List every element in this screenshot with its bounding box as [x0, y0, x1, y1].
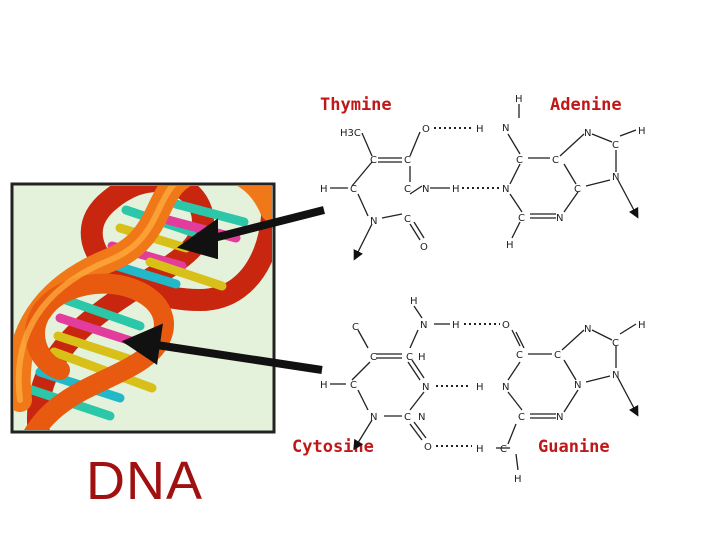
atom: N	[420, 320, 427, 331]
atom: C	[612, 140, 619, 151]
atom: C	[350, 380, 357, 391]
atom: H	[506, 240, 514, 251]
atom: C	[574, 184, 581, 195]
atom: C	[404, 184, 411, 195]
atom: N	[556, 213, 563, 224]
cytosine-label: Cytosine	[292, 437, 374, 457]
atom: C	[404, 155, 411, 166]
atom: N	[584, 324, 591, 335]
atom: C	[370, 352, 377, 363]
atom: H	[638, 320, 646, 331]
atom: O	[424, 442, 432, 453]
atom: N	[422, 382, 429, 393]
atom: H	[515, 94, 523, 105]
thymine-label: Thymine	[320, 95, 392, 115]
atom: H	[476, 124, 484, 135]
dna-helix-clipart-icon	[10, 182, 276, 434]
atom: H	[320, 184, 328, 195]
atom: N	[556, 412, 563, 423]
atom: H	[418, 352, 426, 363]
atom: C	[516, 350, 523, 361]
atom: C	[516, 155, 523, 166]
atom: N	[584, 128, 591, 139]
atom: H	[638, 126, 646, 137]
atom: C	[352, 322, 359, 333]
atom: N	[370, 412, 377, 423]
atom: H	[452, 320, 460, 331]
atom: H	[476, 382, 484, 393]
atom: C	[554, 350, 561, 361]
atom: O	[422, 124, 430, 135]
atom: C	[406, 352, 413, 363]
atom: H3C	[340, 128, 361, 139]
atom: N	[502, 123, 509, 134]
atom: C	[404, 214, 411, 225]
atom: H	[452, 184, 460, 195]
thymine-adenine-pair: Thymine Adenine	[320, 94, 646, 261]
cytosine-guanine-pair: Cytosine Guanine	[292, 296, 646, 485]
atom: N	[370, 216, 377, 227]
guanine-label: Guanine	[538, 437, 610, 457]
atom: C	[350, 184, 357, 195]
atom: N	[612, 172, 619, 183]
atom: H	[476, 444, 484, 455]
dna-caption: DNA	[86, 451, 204, 511]
atom: N	[418, 412, 425, 423]
adenine-label: Adenine	[550, 95, 622, 115]
atom: N	[422, 184, 429, 195]
atom: O	[420, 242, 428, 253]
atom: C	[518, 412, 525, 423]
atom: C	[612, 338, 619, 349]
atom: O	[502, 320, 510, 331]
atom: C	[370, 155, 377, 166]
pointer-arrow-icon	[121, 206, 325, 374]
atom: C	[552, 155, 559, 166]
atom: C	[518, 213, 525, 224]
atom: C	[404, 412, 411, 423]
atom: N	[574, 380, 581, 391]
atom: H	[320, 380, 328, 391]
atom: N	[612, 370, 619, 381]
atom: N	[502, 184, 509, 195]
atom: N	[502, 382, 509, 393]
atom: H	[514, 474, 522, 485]
atom: C	[500, 444, 507, 455]
atom: H	[410, 296, 418, 307]
